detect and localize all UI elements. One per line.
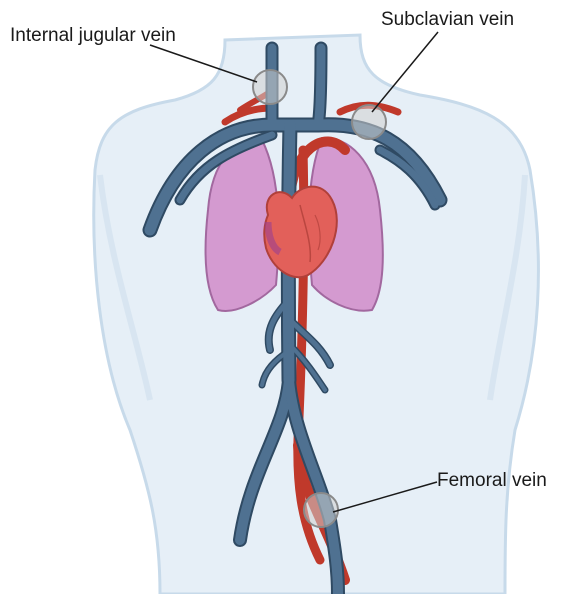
subclavian-vein-label: Subclavian vein: [381, 10, 514, 29]
internal-jugular-vein-label: Internal jugular vein: [10, 26, 176, 45]
femoral-marker-icon: [304, 493, 338, 527]
ijv-marker-icon: [253, 70, 287, 104]
subclavian-marker-icon: [352, 105, 386, 139]
femoral-vein-label: Femoral vein: [437, 471, 547, 490]
